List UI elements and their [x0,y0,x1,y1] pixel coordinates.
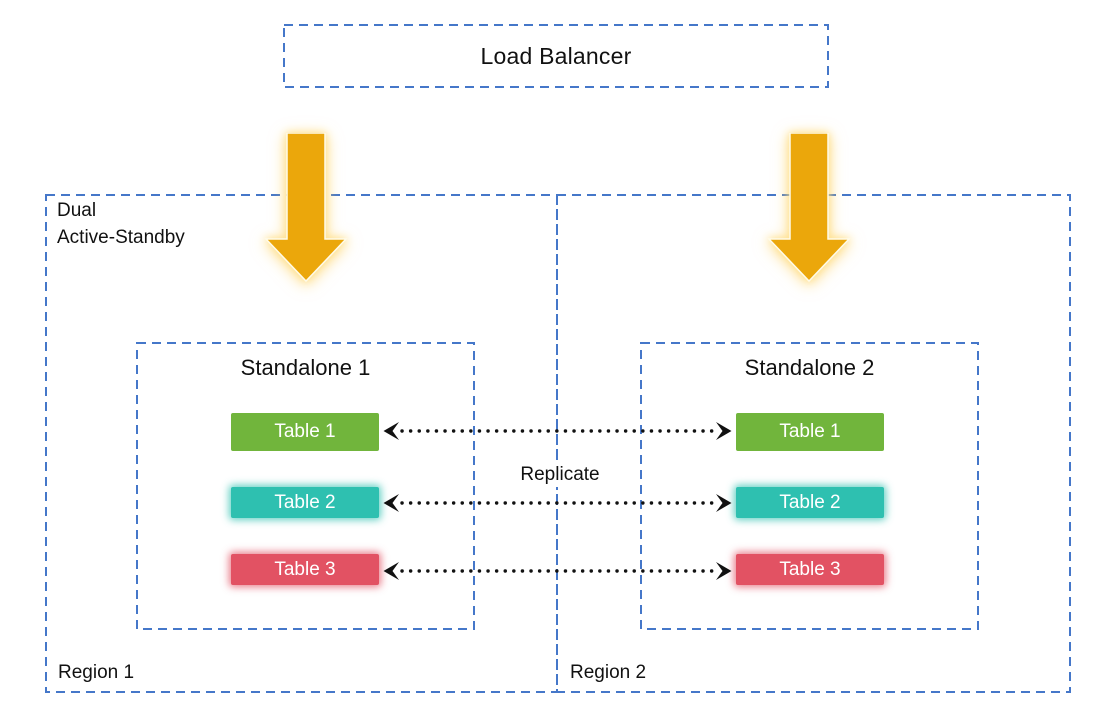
dual-label-line1: Dual [57,200,97,221]
standalone-2-title: Standalone 2 [744,355,875,380]
down-arrow-icon [767,133,851,283]
double-headed-dotted-arrow-icon [383,494,732,512]
standalone-2-box [640,342,979,630]
load-balancer-box [283,24,829,88]
down-arrow-icon [264,133,348,283]
standalone-1-box [136,342,475,630]
region-2-label: Region 2 [570,662,647,683]
table-chip: Table 2 [231,487,379,518]
dual-active-standby-label: Dual Active-Standby [57,197,185,251]
dual-label-line2: Active-Standby [57,227,185,248]
standalone-1-title: Standalone 1 [240,355,371,380]
replicate-label: Replicate [498,463,622,487]
region-1-label: Region 1 [58,662,135,683]
double-headed-dotted-arrow-icon [383,422,732,440]
table-chip: Table 2 [736,487,884,518]
table-chip: Table 3 [231,554,379,585]
double-headed-dotted-arrow-icon [383,562,732,580]
load-balancer-label: Load Balancer [480,42,632,69]
table-chip: Table 1 [231,413,379,451]
table-chip: Table 3 [736,554,884,585]
table-chip: Table 1 [736,413,884,451]
